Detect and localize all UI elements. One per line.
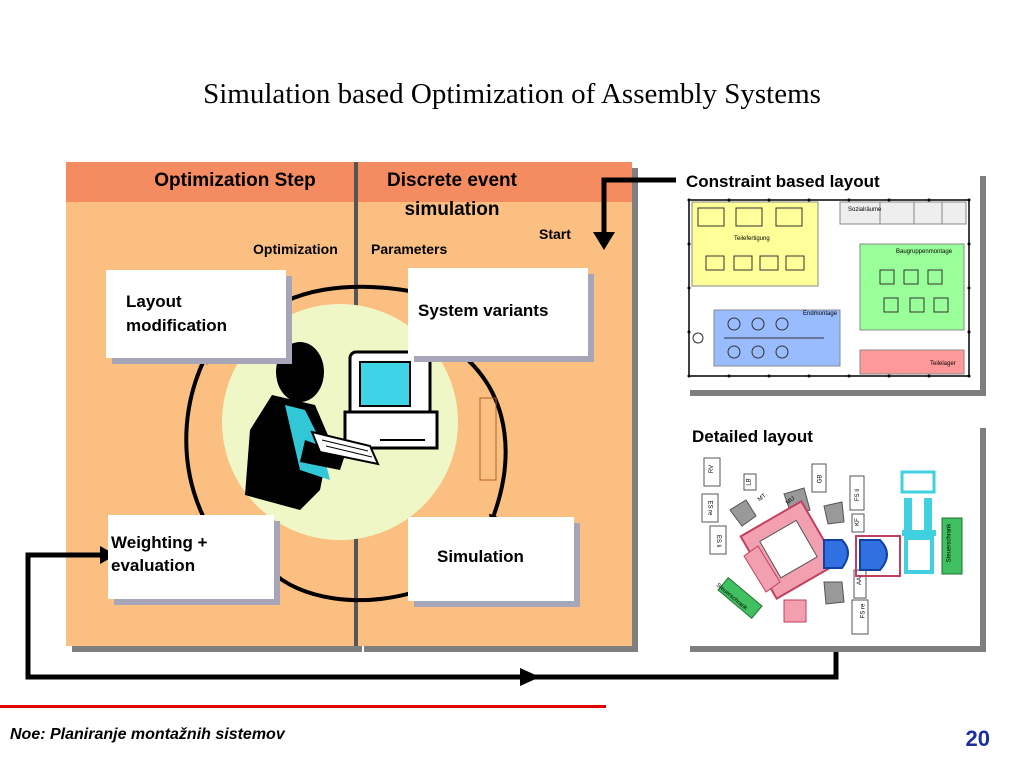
cycle-arrow-right [466, 358, 508, 525]
detailed-layout-plan [701, 457, 963, 635]
zone-teilefertigung [691, 201, 819, 287]
simulation-header-label: simulation [404, 199, 500, 220]
system-variants-box [408, 268, 588, 356]
rv-label: RV [709, 464, 716, 474]
layout-modification-line1: Layout [126, 292, 182, 311]
person-at-computer-icon [245, 342, 439, 510]
simulation-box [408, 517, 574, 601]
steuerschrank-right-label: Steuerschrank [946, 523, 953, 563]
cycle-arrow-bottom [266, 566, 416, 603]
weighting-evaluation-box [108, 515, 274, 599]
optimization-step-header [66, 162, 356, 202]
weighting-line2: evaluation [111, 556, 196, 575]
es-re-label: ES re [706, 500, 713, 516]
lb-label: LB [746, 478, 753, 486]
slide-title: Simulation based Optimization of Assembl… [203, 78, 821, 110]
fs-re-label: FS re [860, 603, 867, 619]
start-arrow-line [601, 177, 676, 232]
aa-label: AA [857, 576, 864, 586]
cycle-arrow-left [184, 353, 208, 521]
start-label: Start [539, 226, 571, 242]
footer-rule [0, 705, 606, 708]
system-variants-label: System variants [418, 301, 549, 320]
discrete-event-label: Discrete event [387, 170, 517, 191]
es-li-label: ES li [715, 534, 722, 548]
page-number: 20 [965, 726, 990, 751]
sozialraeume-label: Sozialräume [848, 207, 882, 213]
scrollbar-graphic [479, 397, 497, 481]
detailed-layout-title: Detailed layout [692, 427, 813, 446]
simulation-header [358, 162, 632, 202]
baugruppenmontage-label: Baugruppenmontage [896, 249, 953, 255]
gb-label: GB [817, 474, 824, 484]
zone-sozialraeume [839, 201, 967, 225]
optimization-label: Optimization [253, 241, 338, 257]
layout-modification-box [106, 270, 286, 358]
constraint-layout-plan [687, 198, 971, 378]
constraint-layout-title: Constraint based layout [686, 172, 880, 191]
footer-text: Noe: Planiranje montažnih sistemov [10, 726, 285, 743]
kf-label: KF [854, 518, 861, 526]
simulation-label: Simulation [437, 547, 524, 566]
weighting-line1: Weighting + [111, 533, 208, 552]
endmontage-label: Endmontage [803, 311, 838, 317]
zone-baugruppenmontage [859, 243, 965, 331]
parameters-label: Parameters [371, 241, 448, 257]
teilelager-label: Teilelager [930, 361, 956, 367]
feedback-loop-line [25, 552, 839, 680]
teilefertigung-label: Teilefertigung [734, 236, 770, 242]
layout-modification-line2: modification [126, 316, 228, 335]
zone-teilelager [859, 349, 965, 375]
optimization-step-label: Optimization Step [154, 170, 316, 191]
fs-li-label: FS li [855, 489, 861, 501]
